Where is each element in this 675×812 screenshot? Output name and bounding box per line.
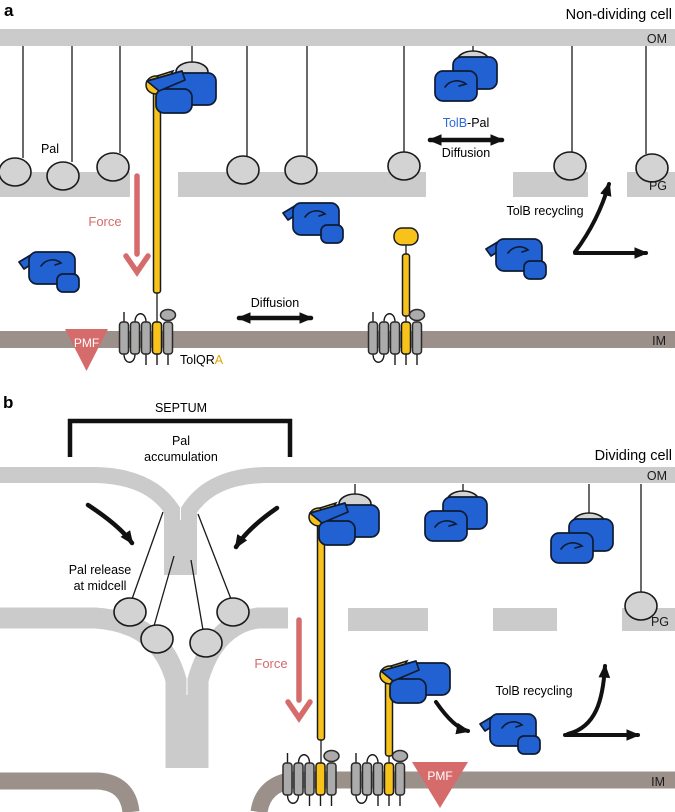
force-arrow-a	[123, 173, 151, 277]
pal-protein	[216, 597, 250, 627]
force-arrow-b	[285, 617, 313, 723]
pal-protein	[140, 624, 174, 654]
tolb-pal-complex	[434, 50, 498, 102]
pal-accumulation-line2: accumulation	[144, 450, 218, 464]
tola-rod-retracted	[401, 253, 411, 317]
tolqra-label: TolQRA	[180, 353, 224, 367]
pal-tethers-a	[22, 46, 647, 162]
inner-membrane-b	[0, 771, 675, 812]
pal-protein	[113, 597, 147, 627]
septum-label: SEPTUM	[155, 401, 207, 415]
septum-arrow-left	[85, 502, 135, 546]
pg-label-b: PG	[651, 615, 669, 629]
tolb-release-arrow	[434, 700, 471, 735]
force-label-b: Force	[254, 656, 287, 671]
cell-type-b: Dividing cell	[595, 448, 672, 464]
panel-a: a Non-dividing cell OM PG IM Pal TolB-Pa…	[0, 1, 675, 371]
pal-release-line2: at midcell	[74, 579, 127, 593]
pal-protein	[284, 155, 318, 185]
pal-label: Pal	[41, 142, 59, 156]
cell-type-a: Non-dividing cell	[566, 7, 672, 23]
free-tolb	[282, 202, 344, 244]
pal-release-line1: Pal release	[69, 563, 132, 577]
tolb-recycling-label-a: TolB recycling	[506, 204, 583, 218]
tolb-pal-complex	[550, 512, 614, 564]
pmf-triangle-a	[65, 329, 108, 371]
pmf-triangle-b	[412, 762, 468, 808]
pal-protein	[46, 161, 80, 191]
im-label-a: IM	[652, 334, 666, 348]
tolb-pal-label: TolB-Pal	[443, 116, 490, 130]
pal-protein	[635, 153, 669, 183]
tolqra-complex	[350, 749, 409, 807]
om-label-b: OM	[647, 469, 667, 483]
pg-label-a: PG	[649, 179, 667, 193]
pal-protein	[553, 151, 587, 181]
free-tolb	[485, 238, 547, 280]
force-label-a: Force	[88, 214, 121, 229]
tolb-pal-on-tola	[146, 62, 216, 113]
tola-rod-extended	[152, 89, 162, 294]
diffusion-om-label: Diffusion	[442, 146, 490, 160]
recycling-arrow-up-a	[573, 181, 612, 254]
pal-protein	[0, 157, 32, 187]
tola-head-retracted	[393, 227, 419, 246]
tolb-on-tola	[379, 660, 451, 704]
septum-bracket	[67, 418, 293, 457]
pmf-label-a: PMF	[74, 336, 99, 350]
diffusion-im-label: Diffusion	[251, 296, 299, 310]
panel-b: b SEPTUM Pal accumulation Dividing cell …	[0, 393, 675, 812]
tolb-pal-on-tola	[309, 494, 379, 545]
pmf-label-b: PMF	[427, 769, 452, 783]
tolqra-complex	[118, 308, 177, 366]
pal-protein	[226, 155, 260, 185]
recycling-arrow-up-b	[566, 663, 611, 736]
panel-a-label: a	[4, 1, 14, 20]
tolb-recycling-label-b: TolB recycling	[495, 684, 572, 698]
panel-b-label: b	[3, 393, 13, 412]
pal-accumulation-line1: Pal	[172, 434, 190, 448]
free-tolb	[479, 713, 541, 755]
pal-protein	[96, 152, 130, 182]
tolqra-complex	[282, 749, 340, 807]
tolb-pal-complex	[424, 490, 488, 542]
outer-membrane-b	[0, 467, 675, 575]
free-tolb	[18, 251, 80, 293]
om-label-a: OM	[647, 32, 667, 46]
peptidoglycan-b	[0, 607, 675, 768]
outer-membrane-a	[0, 29, 675, 46]
released-pal-tethers	[131, 511, 232, 631]
septum-arrow-right	[233, 505, 280, 550]
pal-protein	[189, 628, 223, 658]
tolqra-complex	[367, 308, 426, 366]
tola-rod-extended	[316, 521, 326, 741]
im-label-b: IM	[651, 775, 665, 789]
pal-protein	[387, 151, 421, 181]
